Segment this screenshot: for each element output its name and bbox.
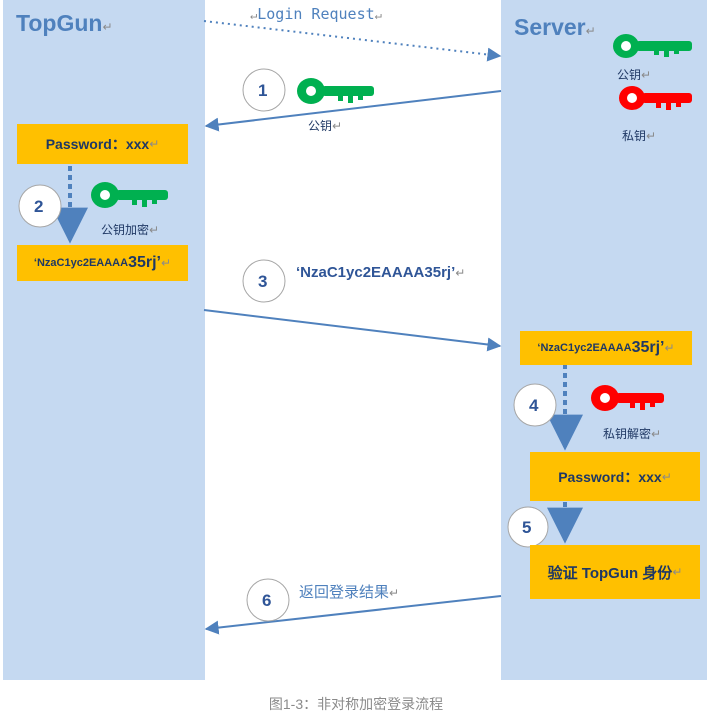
cipher-send-text: ‘NzaC1yc2EAAAA35rj’ [296, 264, 456, 281]
login-request-arrow [203, 20, 502, 62]
step-2-number: 2 [34, 197, 43, 216]
decrypt-label: 私钥解密↵ [603, 427, 662, 441]
client-title: TopGun↵ [16, 10, 113, 36]
step-1-circle: 1 [242, 68, 286, 112]
return-result-text: 返回登录结果 [299, 584, 390, 601]
server-password-text: Password：xxx [558, 468, 662, 485]
login-request-label: ↵Login Request↵ [250, 5, 382, 23]
step-1-number: 1 [258, 81, 267, 100]
step-6-circle: 6 [246, 578, 290, 622]
step-2-circle: 2 [18, 184, 62, 228]
server-title: Server↵ [514, 14, 596, 40]
step-3-circle: 3 [242, 259, 286, 303]
client-cipher-suffix: 35rj’ [128, 254, 161, 271]
client-title-text: TopGun [16, 10, 103, 36]
step-4-circle: 4 [513, 383, 557, 427]
return-result-label: 返回登录结果↵ [299, 584, 400, 601]
figure-caption: 图1-3：非对称加密登录流程 [268, 696, 444, 712]
server-public-key-label: 公钥↵ [617, 68, 652, 82]
verify-box: 验证 TopGun 身份↵ [530, 545, 700, 599]
step-4-number: 4 [529, 396, 539, 415]
server-cipher-prefix: ‘NzaC1yc2EAAAA [537, 342, 632, 354]
login-request-text: Login Request [257, 5, 375, 23]
public-key-arrow [204, 90, 502, 132]
verify-text: 验证 TopGun 身份 [547, 564, 673, 582]
encrypt-label: 公钥加密↵ [101, 223, 160, 237]
sent-public-key-label: 公钥↵ [308, 119, 343, 133]
step-3-number: 3 [258, 272, 267, 291]
step-5-circle: 5 [507, 506, 549, 548]
server-public-key-icon [613, 34, 692, 58]
result-arrow [204, 595, 502, 635]
cipher-send-label: ‘NzaC1yc2EAAAA35rj’↵ [296, 264, 466, 281]
server-private-key-icon [619, 86, 692, 110]
server-password-box: Password：xxx↵ [530, 452, 700, 501]
client-lane [3, 0, 205, 680]
decrypt-private-key-icon [591, 385, 664, 411]
encrypt-public-key-icon [91, 182, 168, 208]
step-6-number: 6 [262, 591, 271, 610]
cipher-arrow [203, 309, 502, 352]
client-cipher-prefix: ‘NzaC1yc2EAAAA [33, 257, 129, 269]
step-5-number: 5 [522, 518, 531, 537]
client-password-box: Password：xxx↵ [17, 124, 188, 164]
server-cipher-suffix: 35rj’ [631, 339, 665, 356]
server-private-key-label: 私钥↵ [622, 129, 657, 143]
server-title-text: Server [514, 14, 586, 40]
sent-public-key-icon [297, 78, 374, 104]
client-password-text: Password：xxx [45, 136, 150, 152]
